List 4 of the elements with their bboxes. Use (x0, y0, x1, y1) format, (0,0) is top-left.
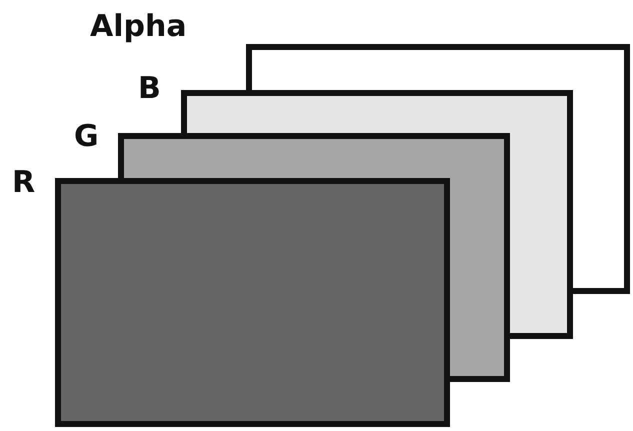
channel-label: Alpha (90, 10, 187, 44)
channel-label: G (74, 120, 99, 154)
channel-label: R (12, 166, 36, 200)
channel-label: B (138, 72, 161, 106)
